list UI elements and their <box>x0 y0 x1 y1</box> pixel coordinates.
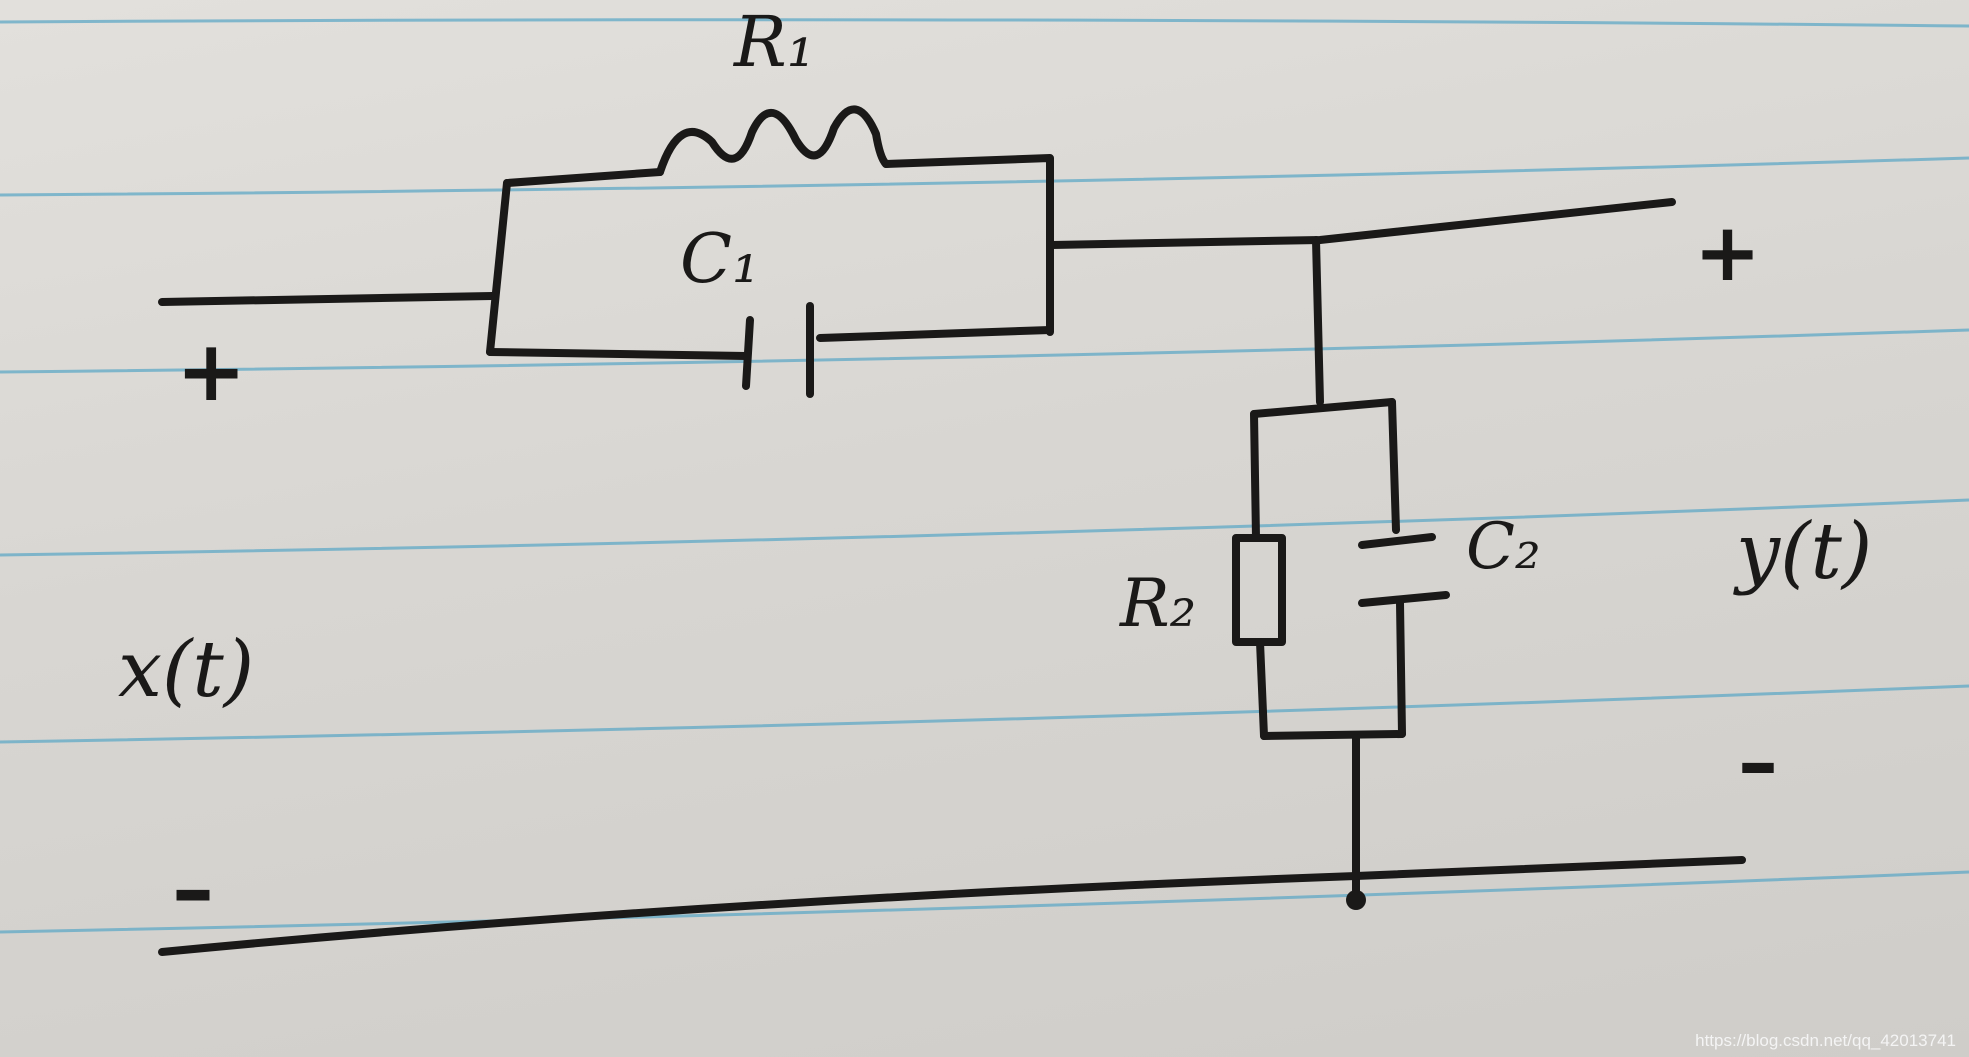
r2-bottom-lead <box>1256 638 1268 740</box>
input-plus-sign: + <box>176 322 246 420</box>
ruled-lines <box>0 18 1969 934</box>
label-c1: C₁ <box>680 220 759 299</box>
label-r1: R₁ <box>732 1 815 83</box>
ruled-line <box>0 156 1969 197</box>
ruled-line <box>0 870 1969 934</box>
resistor-r1 <box>656 105 890 176</box>
input-minus-sign: – <box>172 840 214 938</box>
label-r2: R₂ <box>1119 565 1196 642</box>
block-left-rail <box>486 179 511 356</box>
label-output-signal: y(t) <box>1733 507 1872 597</box>
output-plus-sign: + <box>1694 206 1761 299</box>
resistor-r2 <box>1232 534 1286 646</box>
ruled-line <box>0 18 1969 28</box>
capacitor-c2-top-plate <box>1358 533 1436 549</box>
shunt-top-rail <box>1250 398 1396 418</box>
c2-bottom-lead <box>1396 599 1406 738</box>
r2-c2-shunt-block <box>1232 236 1450 906</box>
label-c2: C₂ <box>1466 510 1541 584</box>
ruled-line <box>0 498 1969 557</box>
output-minus-sign: – <box>1738 716 1778 809</box>
c2-top-lead <box>1388 398 1400 534</box>
bottom-return-wire <box>158 856 1746 956</box>
capacitor-c2-bottom-plate <box>1358 591 1450 607</box>
c1-branch-left <box>486 348 750 360</box>
capacitor-c1-left-plate <box>742 316 754 390</box>
source-credit-text: https://blog.csdn.net/qq_42013741 <box>1695 1031 1956 1050</box>
ground-junction-dot <box>1346 890 1366 910</box>
output-top-wire <box>1048 198 1676 249</box>
c1-branch-right <box>816 326 1054 342</box>
r1-c1-parallel-block <box>486 105 1054 398</box>
r1-branch-left <box>503 168 664 187</box>
input-top-wire <box>158 292 496 306</box>
ruled-line <box>0 684 1969 744</box>
r2-top-lead <box>1250 410 1260 542</box>
ruled-line <box>0 328 1969 374</box>
label-input-signal: x(t) <box>118 625 254 715</box>
shunt-bottom-rail <box>1260 730 1406 740</box>
r1-branch-right <box>882 154 1054 336</box>
shunt-drop-wire <box>1312 236 1324 406</box>
